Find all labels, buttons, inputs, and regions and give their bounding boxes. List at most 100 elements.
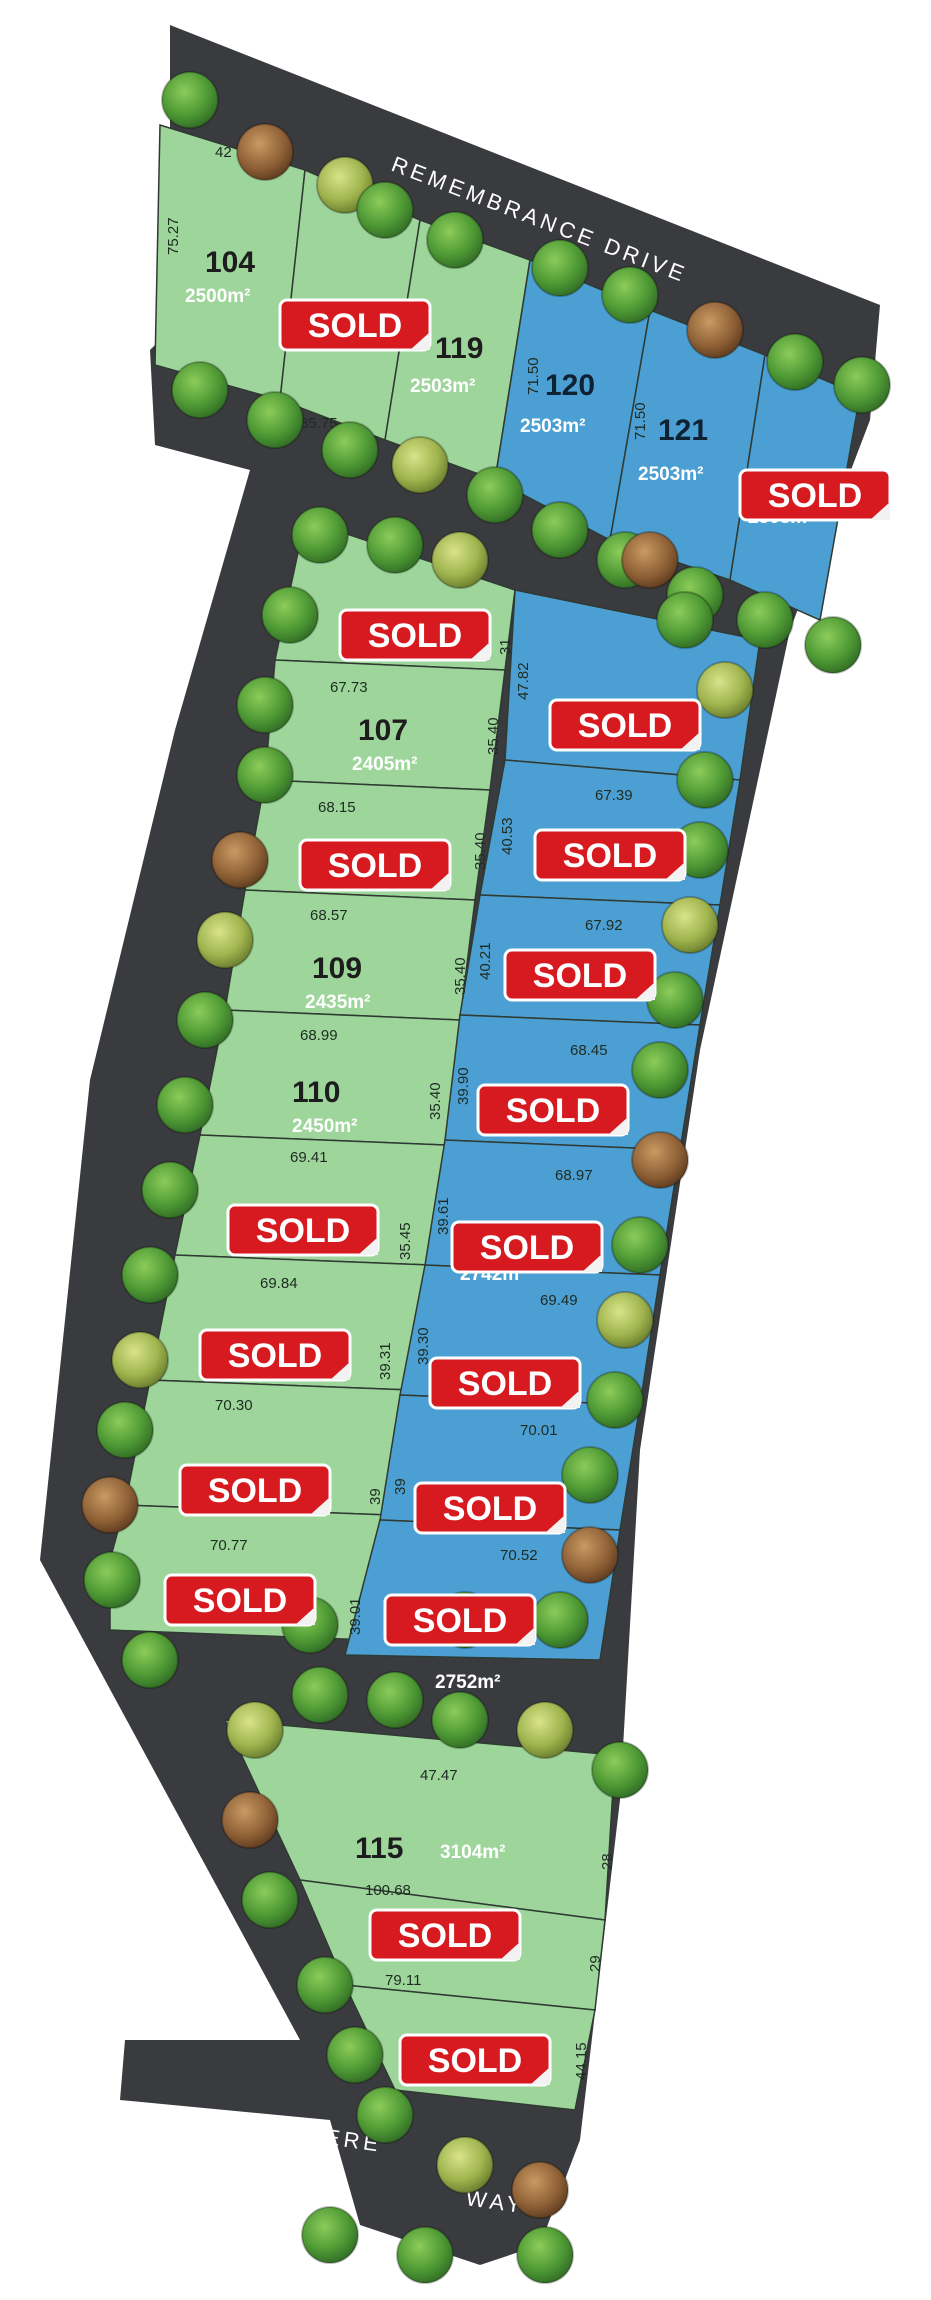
lot-area-107: 2405m² (352, 754, 418, 775)
dim-17: 68.97 (555, 1167, 593, 1184)
sold-badge-bg (476, 1083, 630, 1137)
tree-icon (356, 181, 414, 239)
tree-icon (241, 1871, 299, 1929)
dim-15: 67.92 (585, 917, 623, 934)
dim-42: 47.47 (420, 1767, 458, 1784)
tree-icon (301, 2206, 359, 2264)
lot-number-109: 109 (312, 952, 362, 985)
tree-icon (631, 1041, 689, 1099)
tree-icon (586, 1371, 644, 1429)
tree-icon (326, 2026, 384, 2084)
tree-icon (81, 1476, 139, 1534)
sold-label: SOLD (578, 707, 672, 745)
tree-icon (161, 71, 219, 129)
sold-badge: SOLD (278, 298, 432, 352)
sold-badge-fold (545, 1515, 565, 1533)
sold-badge: SOLD (398, 2033, 552, 2087)
dim-22: 40.53 (499, 817, 516, 855)
tree-icon (516, 1701, 574, 1759)
sold-badge-fold (582, 1254, 602, 1272)
sold-badge-bg (428, 1356, 582, 1410)
dim-21: 47.82 (515, 662, 532, 700)
sold-label: SOLD (413, 1602, 507, 1640)
sold-label: SOLD (193, 1582, 287, 1620)
lot-area-121: 2503m² (638, 464, 704, 485)
tree-icon (686, 301, 744, 359)
sold-badge: SOLD (338, 608, 492, 662)
tree-icon (176, 991, 234, 1049)
sold-badge: SOLD (368, 1908, 522, 1962)
dim-38: 79.11 (385, 1972, 421, 1989)
tree-icon (156, 1076, 214, 1134)
tree-icon (466, 466, 524, 524)
sold-badge-bg (533, 828, 687, 882)
lot-number-115: 115 (355, 1832, 403, 1865)
dim-40: 29 (587, 1955, 604, 1972)
sold-badge-bg (163, 1573, 317, 1627)
dim-9: 68.99 (300, 1027, 338, 1044)
sold-badge-bg (298, 838, 452, 892)
dim-20: 70.52 (500, 1547, 538, 1564)
tree-icon (121, 1246, 179, 1304)
lot-number-120: 120 (545, 369, 595, 402)
dim-4: 71.50 (525, 357, 542, 395)
dim-28: 39 (367, 1488, 384, 1505)
sold-badge: SOLD (476, 1083, 630, 1137)
lot-number-104: 104 (205, 246, 255, 279)
dim-26: 39.30 (415, 1327, 432, 1365)
lot-number-107: 107 (358, 714, 408, 747)
dim-24: 39.90 (455, 1067, 472, 1105)
tree-icon (171, 361, 229, 419)
sold-badge-fold (470, 642, 490, 660)
sold-label: SOLD (480, 1229, 574, 1267)
sold-badge-bg (738, 468, 892, 522)
tree-icon (431, 1691, 489, 1749)
tree-icon (396, 2226, 454, 2284)
dim-6: 67.73 (330, 679, 368, 696)
tree-icon (531, 1591, 589, 1649)
dim-27: 39 (392, 1478, 409, 1495)
dim-8: 68.57 (310, 907, 348, 924)
dim-41: 44.15 (573, 2042, 590, 2080)
sold-badge-fold (560, 1390, 580, 1408)
sold-label: SOLD (368, 617, 462, 655)
sold-badge-fold (295, 1607, 315, 1625)
dim-16: 68.45 (570, 1042, 608, 1059)
sold-badge: SOLD (428, 1356, 582, 1410)
sold-badge-bg (398, 2033, 552, 2087)
tree-icon (631, 1131, 689, 1189)
sold-badge-fold (430, 872, 450, 890)
dim-29: 39.01 (347, 1597, 364, 1635)
dim-23: 40.21 (477, 942, 494, 980)
lot-number-121: 121 (658, 414, 708, 447)
sold-label: SOLD (563, 837, 657, 875)
tree-icon (766, 333, 824, 391)
sold-badge: SOLD (383, 1593, 537, 1647)
lot-area-110: 2450m² (292, 1116, 358, 1137)
lot-area-115: 3104m² (440, 1842, 506, 1863)
sold-badge-bg (548, 698, 702, 752)
sold-badge-bg (338, 608, 492, 662)
lot-labels: 104 2500m² 119 2503m² 120 2503m² 121 250… (185, 246, 814, 1865)
sold-badge-fold (680, 732, 700, 750)
tree-icon (516, 2226, 574, 2284)
dim-39: 28 (599, 1853, 616, 1870)
tree-icon (391, 436, 449, 494)
tree-icon (661, 896, 719, 954)
tree-icon (833, 356, 891, 414)
tree-icon (111, 1331, 169, 1389)
tree-icon (83, 1551, 141, 1609)
tree-icon (431, 531, 489, 589)
tree-icon (236, 676, 294, 734)
dim-12: 70.30 (215, 1397, 253, 1414)
tree-icon (611, 1216, 669, 1274)
lot-area-104: 2500m² (185, 286, 251, 307)
dim-18: 69.49 (540, 1292, 578, 1309)
dim-1: 75.27 (165, 217, 182, 255)
sold-label: SOLD (768, 477, 862, 515)
sold-badge-bg (198, 1328, 352, 1382)
tree-icon (291, 506, 349, 564)
sold-badge-fold (310, 1497, 330, 1515)
tree-icon (261, 586, 319, 644)
lot-area-119: 2503m² (410, 376, 476, 397)
